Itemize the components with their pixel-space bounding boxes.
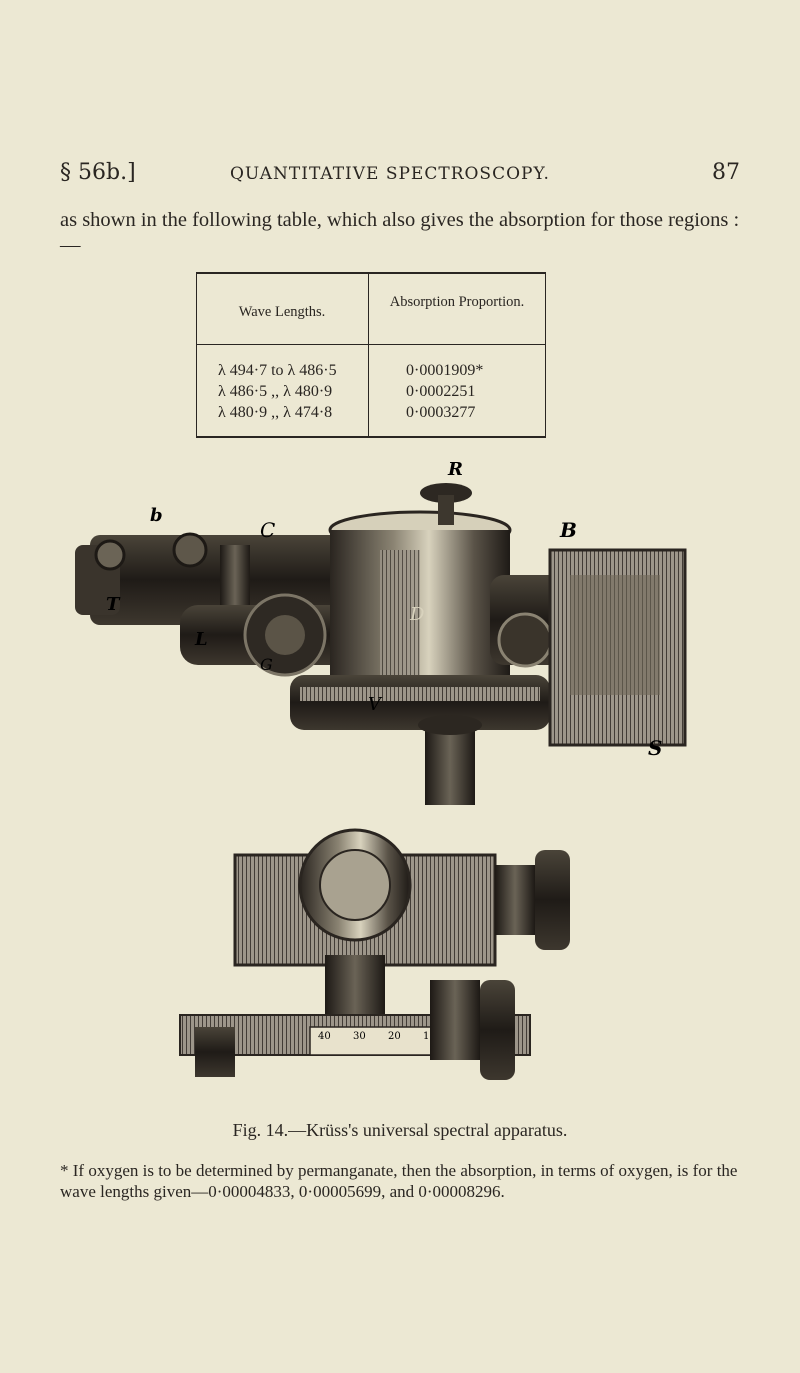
pillar xyxy=(425,730,475,805)
top-knob-icon xyxy=(420,483,472,503)
running-header: § 56b.] QUANTITATIVE SPECTROSCOPY. 87 xyxy=(60,160,740,190)
spectral-apparatus-figure: R b C T L G B D S V 40 30 20 10 0 xyxy=(75,459,687,1080)
screw-barrel xyxy=(495,865,535,935)
table-header-divider xyxy=(196,344,546,345)
absorption-table: Wave Lengths. Absorption Proportion. λ 4… xyxy=(196,272,546,438)
spectroscope-top-view: 40 30 20 10 0 xyxy=(179,828,570,1080)
knob-icon xyxy=(497,612,553,668)
wave-length-column: λ 494·7 to λ 486·5 λ 486·5 ,, λ 480·9 λ … xyxy=(218,360,337,423)
page-number: 87 xyxy=(712,160,740,185)
vertical-support xyxy=(430,980,480,1060)
knob-icon xyxy=(172,532,208,568)
knob-icon xyxy=(94,539,126,571)
top-knob-stem xyxy=(438,495,454,525)
screw-knob-icon xyxy=(535,850,570,950)
label-g: G xyxy=(260,655,273,674)
label-b: b xyxy=(150,505,163,526)
label-br: B xyxy=(559,518,577,542)
header-wave-lengths: Wave Lengths. xyxy=(238,304,326,320)
prism-icon xyxy=(319,849,391,921)
table-row: λ 494·7 to λ 486·5 xyxy=(218,362,337,379)
label-t: T xyxy=(106,594,121,615)
micrometer-knob-icon xyxy=(480,980,515,1080)
section-number: § 56b.] xyxy=(60,160,136,185)
header-absorption: Absorption Proportion. xyxy=(389,294,525,310)
footnote: * If oxygen is to be determined by perma… xyxy=(60,1161,738,1201)
scale-label: 40 xyxy=(318,1031,331,1042)
label-d: D xyxy=(409,604,425,625)
scale-label: 20 xyxy=(388,1031,401,1042)
table-row: λ 486·5 ,, λ 480·9 xyxy=(218,383,333,400)
table-border-left xyxy=(196,274,197,436)
table-row: 0·0001909* xyxy=(406,362,484,379)
running-title: QUANTITATIVE SPECTROSCOPY. xyxy=(230,164,550,184)
label-s: S xyxy=(648,736,662,760)
eyepiece-lens-icon xyxy=(265,615,305,655)
spectroscope-side-view: R b C T L G B D S V xyxy=(75,459,687,805)
scale-label: 30 xyxy=(353,1031,366,1042)
center-column xyxy=(325,955,385,1015)
intro-paragraph: as shown in the following table, which a… xyxy=(60,209,740,256)
graduated-circle xyxy=(300,687,540,701)
scale-label: 10 xyxy=(423,1031,436,1042)
table-row: 0·0003277 xyxy=(406,404,476,421)
pillar-collar xyxy=(418,715,482,735)
absorption-column: 0·0001909* 0·0002251 0·0003277 xyxy=(406,360,483,423)
table-row: λ 480·9 ,, λ 474·8 xyxy=(218,404,333,421)
label-r: R xyxy=(447,459,463,480)
table-border-right xyxy=(545,274,546,436)
clamp-block xyxy=(195,1027,235,1077)
figure-caption: Fig. 14.—Krüss's universal spectral appa… xyxy=(232,1120,568,1140)
label-v: V xyxy=(368,694,383,715)
table-row: 0·0002251 xyxy=(406,383,476,400)
table-column-divider xyxy=(368,274,369,436)
scale-window xyxy=(570,575,660,695)
label-c: C xyxy=(260,518,275,542)
label-l: L xyxy=(194,629,208,650)
